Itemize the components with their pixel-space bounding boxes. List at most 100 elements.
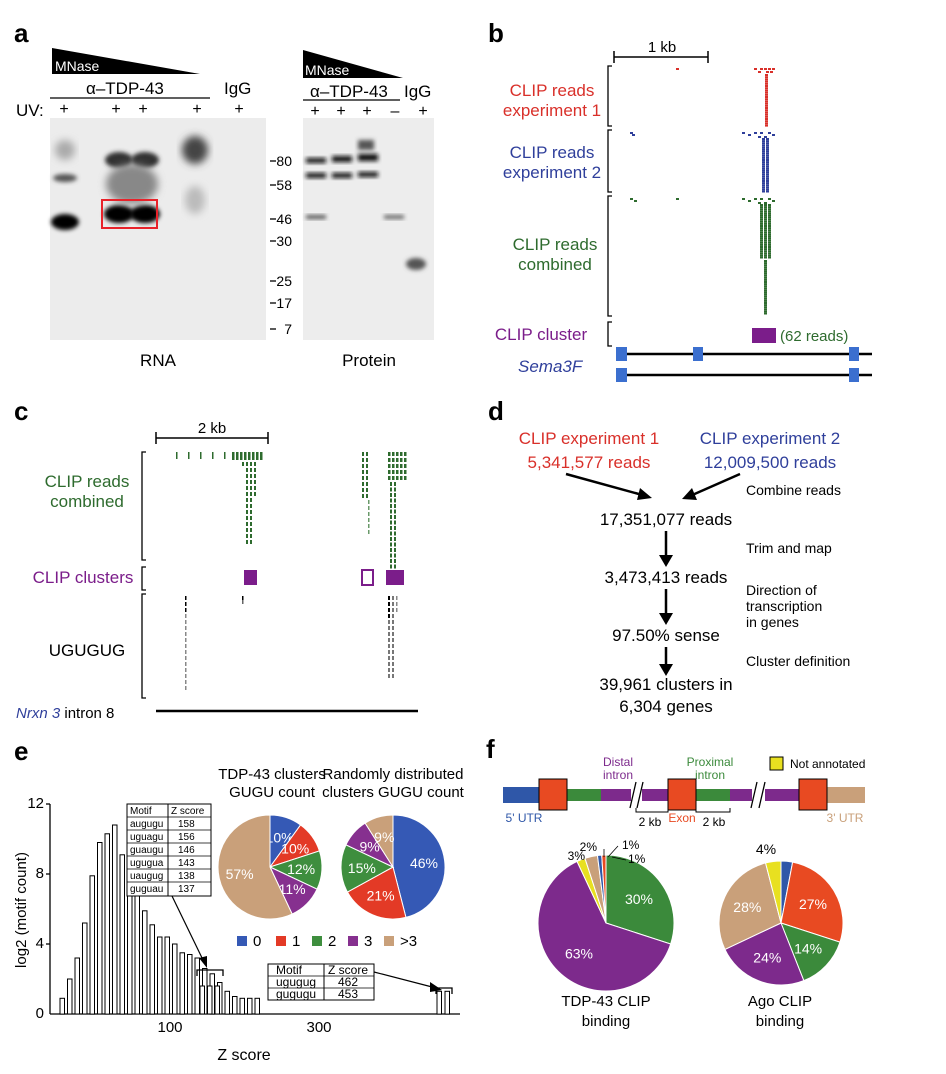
histogram-bar: [97, 842, 103, 1015]
clip-read: [176, 452, 178, 459]
clip-read: [400, 452, 403, 456]
clip-read: [390, 493, 392, 497]
clip-read: [766, 184, 769, 187]
clip-read: [388, 638, 390, 642]
histogram-bar: [149, 924, 155, 1015]
clip-read: [388, 626, 390, 630]
cluster-note: (62 reads): [780, 328, 848, 345]
clip-read: [762, 161, 765, 164]
clip-read: [762, 182, 765, 185]
svg-text:–: –: [391, 103, 400, 120]
e-pie1-title-l2: GUGU count: [229, 784, 316, 801]
svg-text:uguagu: uguagu: [130, 832, 163, 843]
c-label-comb-l1: CLIP reads: [45, 472, 130, 491]
clip-read: [630, 132, 633, 134]
clip-read: [390, 542, 392, 547]
f-distal-l2: intron: [603, 768, 633, 782]
histogram-bar: [199, 985, 205, 1015]
scale-2kb: 2 kb: [198, 420, 226, 437]
svg-text:+: +: [418, 103, 427, 120]
clip-read: [764, 276, 767, 279]
clip-read: [764, 268, 767, 271]
clip-read: [762, 138, 765, 140]
clip-read: [760, 132, 763, 134]
clip-read: [766, 152, 769, 155]
clip-read: [390, 520, 392, 525]
clip-read: [185, 620, 187, 624]
c-label-clusters: CLIP clusters: [33, 568, 134, 587]
clip-read: [362, 488, 364, 492]
svg-text:462: 462: [338, 975, 358, 989]
clip-read: [764, 262, 767, 265]
clip-read: [390, 537, 392, 541]
clip-read: [766, 186, 769, 189]
clip-read: [185, 656, 187, 660]
e-xtick-300: 300: [306, 1019, 331, 1036]
clip-read: [762, 152, 765, 155]
clip-read: [254, 462, 256, 466]
histogram-bar: [172, 943, 178, 1015]
clip-read: [252, 452, 255, 460]
histogram-bar: [207, 985, 213, 1015]
clip-read: [765, 80, 768, 83]
clip-read: [390, 553, 392, 558]
d-step4: Cluster definition: [746, 653, 850, 669]
clip-read: [390, 526, 392, 530]
clip-read: [224, 452, 226, 459]
clip-read: [394, 526, 396, 530]
clip-read: [764, 220, 767, 223]
clip-read: [254, 474, 256, 478]
clip-read: [764, 235, 767, 238]
clip-read: [246, 468, 248, 472]
clip-read: [388, 650, 390, 654]
clip-read: [246, 498, 248, 502]
panel-d-letter: d: [488, 396, 504, 426]
clip-read: [765, 115, 768, 118]
pie-label: 10%: [266, 829, 294, 845]
clip-read: [760, 218, 763, 221]
mnase-gradient-left: [52, 48, 200, 74]
pie-slice-proximal-intron: [780, 922, 841, 982]
clip-read: [394, 493, 396, 497]
label-comb-l1: CLIP reads: [513, 235, 598, 254]
clip-read: [772, 68, 775, 70]
clip-read: [762, 144, 765, 147]
label-exp1-l1: CLIP reads: [510, 81, 595, 100]
highlight-box: [101, 199, 158, 229]
clip-read: [185, 608, 187, 612]
f-not-annotated-swatch: [769, 756, 784, 771]
clip-read: [246, 528, 248, 532]
clip-read: [754, 198, 757, 200]
clip-read: [362, 470, 364, 474]
clip-read: [394, 520, 396, 525]
svg-text:2%: 2%: [580, 840, 598, 854]
d-step3-l2: transcription: [746, 598, 822, 614]
e-legend: 0 1 2 3 >3: [237, 933, 417, 950]
clip-read: [768, 204, 771, 206]
histogram-bar: [74, 957, 80, 1015]
svg-text:17: 17: [276, 295, 292, 311]
clip-read: [764, 291, 767, 294]
svg-text:guaugu: guaugu: [130, 845, 163, 856]
clip-read: [232, 452, 235, 460]
clip-read: [762, 154, 765, 157]
c-label-motif: UGUGUG: [49, 641, 126, 660]
histogram-bar: [444, 990, 450, 1015]
clip-read: [764, 208, 767, 211]
clip-read: [766, 144, 769, 147]
clip-read: [765, 89, 768, 92]
pie-slice-0: [392, 814, 446, 918]
clip-read: [392, 674, 394, 678]
f-exon: Exon: [668, 811, 695, 825]
clip-read: [394, 564, 396, 569]
clip-read: [762, 142, 765, 145]
pie-label: 9%: [374, 829, 394, 845]
clip-read: [764, 214, 767, 217]
svg-text:guguau: guguau: [130, 884, 163, 895]
svg-text:25: 25: [276, 273, 292, 289]
svg-text:1%: 1%: [628, 852, 646, 866]
clip-read: [762, 186, 765, 189]
clip-read: [368, 506, 370, 510]
svg-text:138: 138: [178, 871, 195, 882]
clip-read: [250, 486, 252, 490]
